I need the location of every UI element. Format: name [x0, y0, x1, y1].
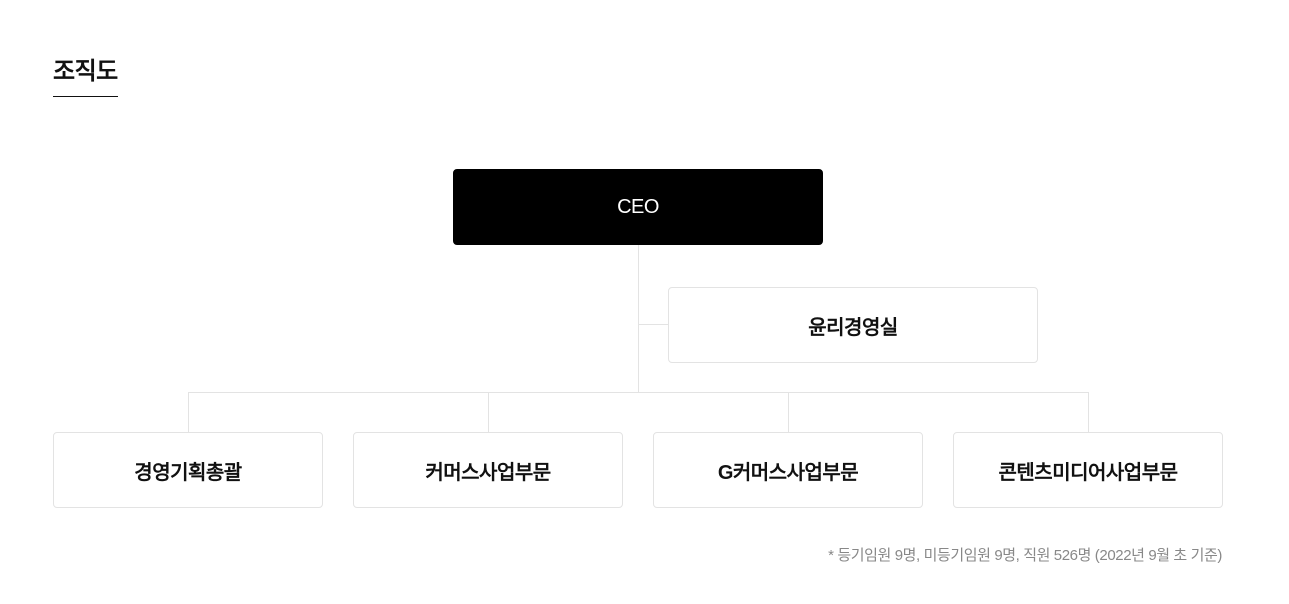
division-node-g-commerce: G커머스사업부문 [653, 432, 923, 508]
ceo-node: CEO [453, 169, 823, 245]
page-title: 조직도 [53, 56, 118, 97]
connector-divisions-horizontal [188, 392, 1089, 393]
division-node-content-media: 콘텐츠미디어사업부문 [953, 432, 1223, 508]
division-label: G커머스사업부문 [717, 461, 859, 484]
ethics-office-label: 윤리경영실 [808, 316, 898, 339]
ceo-label: CEO [617, 195, 659, 218]
division-node-management-planning: 경영기획총괄 [53, 432, 323, 508]
connector-division-2 [488, 392, 489, 432]
staff-count-footnote: * 등기임원 9명, 미등기임원 9명, 직원 526명 (2022년 9월 초… [828, 547, 1222, 564]
division-label: 경영기획총괄 [134, 461, 242, 484]
ethics-office-node: 윤리경영실 [668, 287, 1038, 363]
division-node-commerce: 커머스사업부문 [353, 432, 623, 508]
connector-division-4 [1088, 392, 1089, 432]
connector-ceo-vertical [638, 245, 639, 393]
division-label: 콘텐츠미디어사업부문 [998, 461, 1179, 484]
connector-division-3 [788, 392, 789, 432]
connector-staff-horizontal [638, 324, 668, 325]
connector-division-1 [188, 392, 189, 432]
division-label: 커머스사업부문 [425, 461, 551, 484]
